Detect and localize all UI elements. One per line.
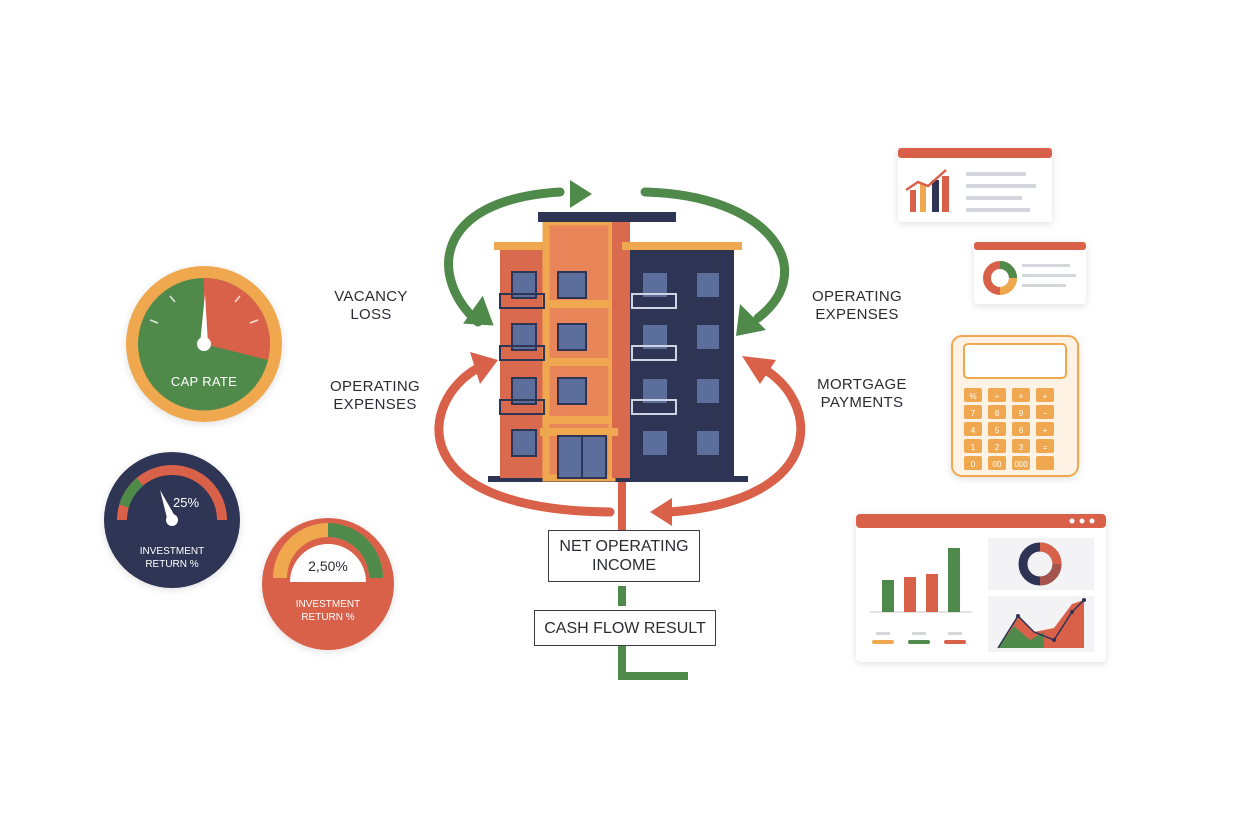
mortgage-payments-label: MORTGAGE PAYMENTS: [806, 376, 918, 412]
calculator-key: [1012, 422, 1030, 436]
operating-expenses-right-label: OPERATING EXPENSES: [796, 288, 918, 324]
operating-expenses-left-label: OPERATING EXPENSES: [318, 378, 432, 414]
calculator-key: [1036, 422, 1054, 436]
calculator-key-label: 7: [971, 409, 976, 418]
calculator-key: [1036, 456, 1054, 470]
operating-expenses-right-line-2: EXPENSES: [815, 306, 899, 323]
investment-return-dark-line-1: INVESTMENT: [139, 546, 205, 557]
operating-expenses-left-line-1: OPERATING: [330, 378, 420, 395]
calculator-key-label: 9: [1019, 409, 1024, 418]
net-operating-income-line-1: NET OPERATING: [559, 538, 689, 555]
calculator-key: [964, 456, 982, 470]
dashboard-area-chart: [997, 598, 1086, 649]
calculator-key: [988, 405, 1006, 419]
calculator-key: [964, 388, 982, 402]
operating-expenses-left-line-2: EXPENSES: [333, 396, 417, 413]
calculator-key-label: 2: [995, 443, 1000, 452]
investment-return-dark-line-2: RETURN %: [145, 559, 199, 570]
dashboard-bar-chart: [870, 548, 972, 613]
investment-return-red-line-1: INVESTMENT: [295, 599, 361, 610]
calculator-key: [1012, 456, 1030, 470]
calculator-key-label: +: [1043, 426, 1048, 435]
calculator-key: [1036, 439, 1054, 453]
calculator-key: [1012, 388, 1030, 402]
bar-chart-bar: [948, 548, 960, 612]
calculator-key-label: 5: [995, 426, 1000, 435]
net-operating-income-line-2: INCOME: [592, 557, 656, 574]
apartment-building: [488, 212, 748, 482]
mortgage-payments-line-2: PAYMENTS: [820, 394, 904, 411]
cash-flow-result-text: CASH FLOW RESULT: [544, 620, 706, 637]
calculator-key: [988, 388, 1006, 402]
calculator-key-label: ÷: [995, 392, 1000, 401]
flow-arrow-top-left-green: [444, 180, 592, 327]
calculator-key-label: −: [1043, 409, 1048, 418]
calculator-key-label: 0: [971, 460, 976, 469]
calculator-key: [988, 456, 1006, 470]
net-operating-income-box: NET OPERATING INCOME: [548, 530, 700, 582]
calculator-key: [988, 422, 1006, 436]
calculator-key-label: 3: [1019, 443, 1024, 452]
calculator-key: [1036, 405, 1054, 419]
calculator-key-label: =: [1043, 443, 1048, 452]
calculator-key-label: ×: [1019, 392, 1024, 401]
report-card-bars: [898, 148, 1052, 222]
vacancy-loss-label: VACANCY LOSS: [326, 288, 416, 324]
calculator-key-label: 8: [995, 409, 1000, 418]
flow-arrow-top-right-green: [640, 187, 790, 336]
bar-chart-bar: [926, 574, 938, 612]
calculator-key: [964, 422, 982, 436]
dashboard-legend: [872, 632, 966, 644]
calculator-key-label: 000: [1014, 460, 1028, 469]
vacancy-loss-line-2: LOSS: [350, 306, 392, 323]
calculator-key-label: %: [969, 392, 976, 401]
cap-rate-label: CAP RATE: [170, 374, 238, 389]
calculator-key: [1036, 388, 1054, 402]
calculator-key-label: 6: [1019, 426, 1024, 435]
investment-return-dark-value: 25%: [172, 495, 200, 510]
dashboard-donut: [1018, 542, 1062, 586]
calculator-key-label: 4: [971, 426, 976, 435]
investment-return-red-line-2: RETURN %: [301, 612, 355, 623]
calculator-key: [988, 439, 1006, 453]
operating-expenses-right-line-1: OPERATING: [812, 288, 902, 305]
calculator-key-label: 1: [971, 443, 976, 452]
calculator-key: [964, 439, 982, 453]
calculator-key: [1012, 405, 1030, 419]
flow-arrow-left-red: [434, 352, 615, 517]
mortgage-payments-line-1: MORTGAGE: [817, 376, 907, 393]
cash-flow-result-box: CASH FLOW RESULT: [534, 610, 716, 646]
investment-return-gauge-dark: [104, 452, 240, 588]
calculator-key: [1012, 439, 1030, 453]
flow-line-down: [618, 482, 688, 680]
bar-chart-bar: [882, 580, 894, 612]
cap-rate-gauge: [126, 266, 282, 422]
report-card-donut: [974, 242, 1086, 304]
investment-return-gauge-red: [262, 518, 394, 650]
calculator-key: [964, 405, 982, 419]
flow-arrow-right-red: [650, 356, 806, 526]
investment-return-dark-label: INVESTMENT RETURN %: [122, 545, 222, 571]
calculator-key-label: 00: [993, 460, 1002, 469]
investment-return-red-value: 2,50%: [308, 558, 348, 574]
bar-chart-bar: [904, 577, 916, 612]
vacancy-loss-line-1: VACANCY: [334, 288, 408, 305]
calculator-key-label: +: [1043, 392, 1048, 401]
investment-return-red-label: INVESTMENT RETURN %: [280, 598, 376, 624]
